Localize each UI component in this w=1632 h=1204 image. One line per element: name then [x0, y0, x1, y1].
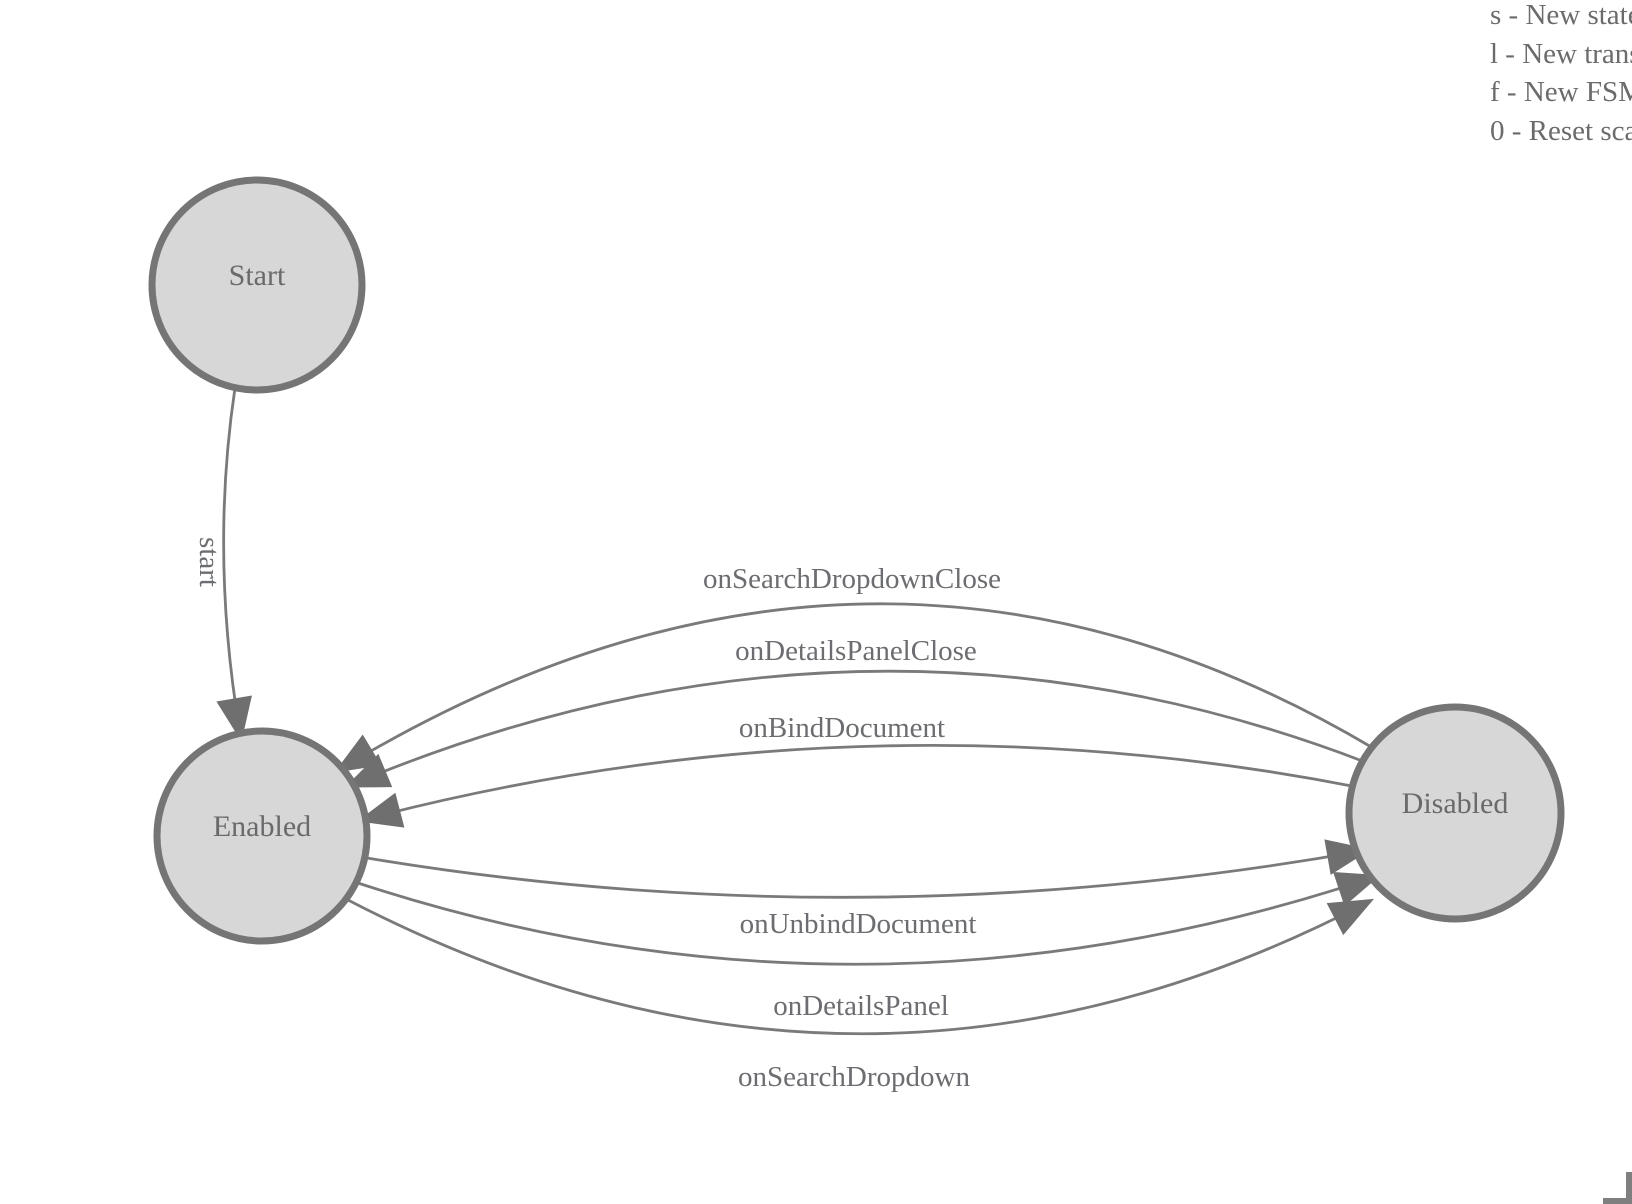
transition-start[interactable]	[216, 387, 252, 742]
legend-line-1: l - New transition	[1490, 37, 1632, 70]
transitions-layer	[216, 387, 1381, 1036]
state-circle-disabled[interactable]	[1345, 703, 1565, 923]
transition-onDetailsPanel[interactable]	[357, 871, 1381, 966]
transition-label-onSearchDropdown[interactable]: onSearchDropdown	[738, 1061, 970, 1093]
transition-label-onBindDocument[interactable]: onBindDocument	[739, 712, 945, 744]
state-label-disabled: Disabled	[1402, 787, 1509, 820]
state-node-disabled[interactable]: Disabled	[1345, 703, 1565, 923]
transition-onUnbindDocument[interactable]	[366, 839, 1371, 899]
state-label-enabled: Enabled	[213, 810, 311, 843]
legend-line-2: f - New FSM	[1490, 76, 1632, 109]
state-label-start: Start	[229, 259, 286, 292]
state-node-enabled[interactable]: Enabled	[153, 727, 371, 945]
shortcut-legend: s - New state l - New transition f - New F…	[1490, 0, 1632, 151]
state-circle-enabled[interactable]	[153, 727, 371, 945]
state-circle-start[interactable]	[148, 176, 366, 394]
legend-line-3: 0 - Reset scale	[1490, 115, 1632, 148]
edge-labels-layer: start onSearchDropdownClose onDetailsPanel…	[193, 537, 1001, 1093]
canvas-corner-handle	[1603, 1172, 1632, 1204]
state-node-start[interactable]: Start	[148, 176, 366, 394]
transition-onSearchDropdownClose[interactable]	[334, 602, 1374, 773]
transition-onSearchDropdown[interactable]	[347, 898, 1374, 1036]
transition-label-onDetailsPanel[interactable]: onDetailsPanel	[773, 990, 949, 1022]
transition-onDetailsPanelClose[interactable]	[344, 669, 1366, 788]
transition-label-onDetailsPanelClose[interactable]: onDetailsPanelClose	[735, 635, 977, 667]
transition-onBindDocument[interactable]	[357, 743, 1358, 828]
transition-label-start[interactable]: start	[193, 537, 225, 587]
legend-line-0: s - New state	[1490, 0, 1632, 31]
transition-label-onUnbindDocument[interactable]: onUnbindDocument	[740, 908, 977, 940]
transition-label-onSearchDropdownClose[interactable]: onSearchDropdownClose	[703, 563, 1001, 595]
